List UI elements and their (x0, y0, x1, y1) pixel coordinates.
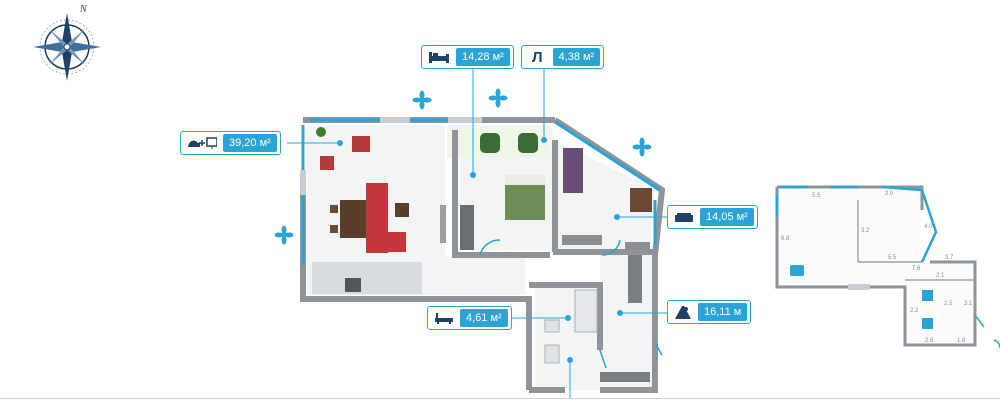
hall-furniture (544, 255, 650, 382)
bedroom-area: 14,28 м² (456, 48, 510, 66)
loggia-letter: Л (532, 48, 543, 66)
bedroom-tag[interactable]: 14,28 м² (421, 45, 514, 69)
fan-icon (274, 225, 294, 245)
living-room-tag[interactable]: 39,20 м² (180, 131, 281, 155)
dim-label: 2.2 (910, 308, 919, 314)
dim-label: 5.5 (888, 255, 897, 261)
leader-lines (287, 68, 668, 398)
bath-tag[interactable]: 4,61 м² (427, 306, 512, 330)
sofa-icon (674, 210, 694, 224)
dim-label: 7.6 (912, 266, 921, 272)
dim-label: 3.2 (861, 228, 870, 234)
fan-icon (632, 137, 652, 157)
living-room-area: 39,20 м² (223, 134, 277, 152)
dim-label: 2.6 (925, 338, 934, 344)
bath-area: 4,61 м² (460, 309, 508, 327)
cabinet-tag[interactable]: 14,05 м² (667, 205, 758, 229)
dim-label: 3.7 (945, 255, 954, 261)
bathtub-icon (434, 311, 454, 325)
mini-plan (775, 185, 985, 347)
bath-icon (922, 318, 933, 329)
hall-area: 16,11 м (698, 303, 748, 321)
dim-label: 3.1 (964, 301, 973, 307)
window-frames (300, 117, 482, 195)
dim-label: 2.5 (944, 301, 953, 307)
bath-icon (922, 290, 933, 301)
doors (479, 239, 663, 369)
compass-icon (33, 13, 101, 81)
fan-icon (488, 88, 508, 108)
mini-plan-dimensions: 5.5 2.0 6.8 3.2 4.0 5.5 3.7 7.6 2.1 2.6 … (781, 191, 973, 344)
hall-person-icon (674, 304, 692, 320)
kitchen-icon (790, 265, 804, 276)
kitchen-living-icon (187, 136, 217, 150)
fan-icon (412, 90, 432, 110)
dim-label: 6.8 (781, 236, 790, 242)
bed-icon (428, 50, 450, 64)
loggia-tag[interactable]: Л 4,38 м² (521, 45, 605, 69)
living-furniture (312, 127, 446, 294)
windows (301, 118, 661, 265)
cabinet-furniture (562, 188, 652, 250)
door-icon (993, 339, 1000, 349)
dim-label: 1.8 (957, 338, 966, 344)
hall-tag[interactable]: 16,11 м (667, 300, 752, 324)
dim-label: 2.0 (885, 191, 894, 197)
dim-label: 4.0 (924, 224, 933, 230)
compass-north-label: N (79, 4, 88, 15)
bedroom-furniture (460, 133, 583, 250)
dim-label: 2.1 (936, 273, 945, 279)
loggia-area: 4,38 м² (552, 48, 601, 66)
dim-label: 5.5 (812, 193, 821, 199)
cabinet-area: 14,05 м² (700, 208, 754, 226)
bottom-divider (0, 398, 1000, 399)
